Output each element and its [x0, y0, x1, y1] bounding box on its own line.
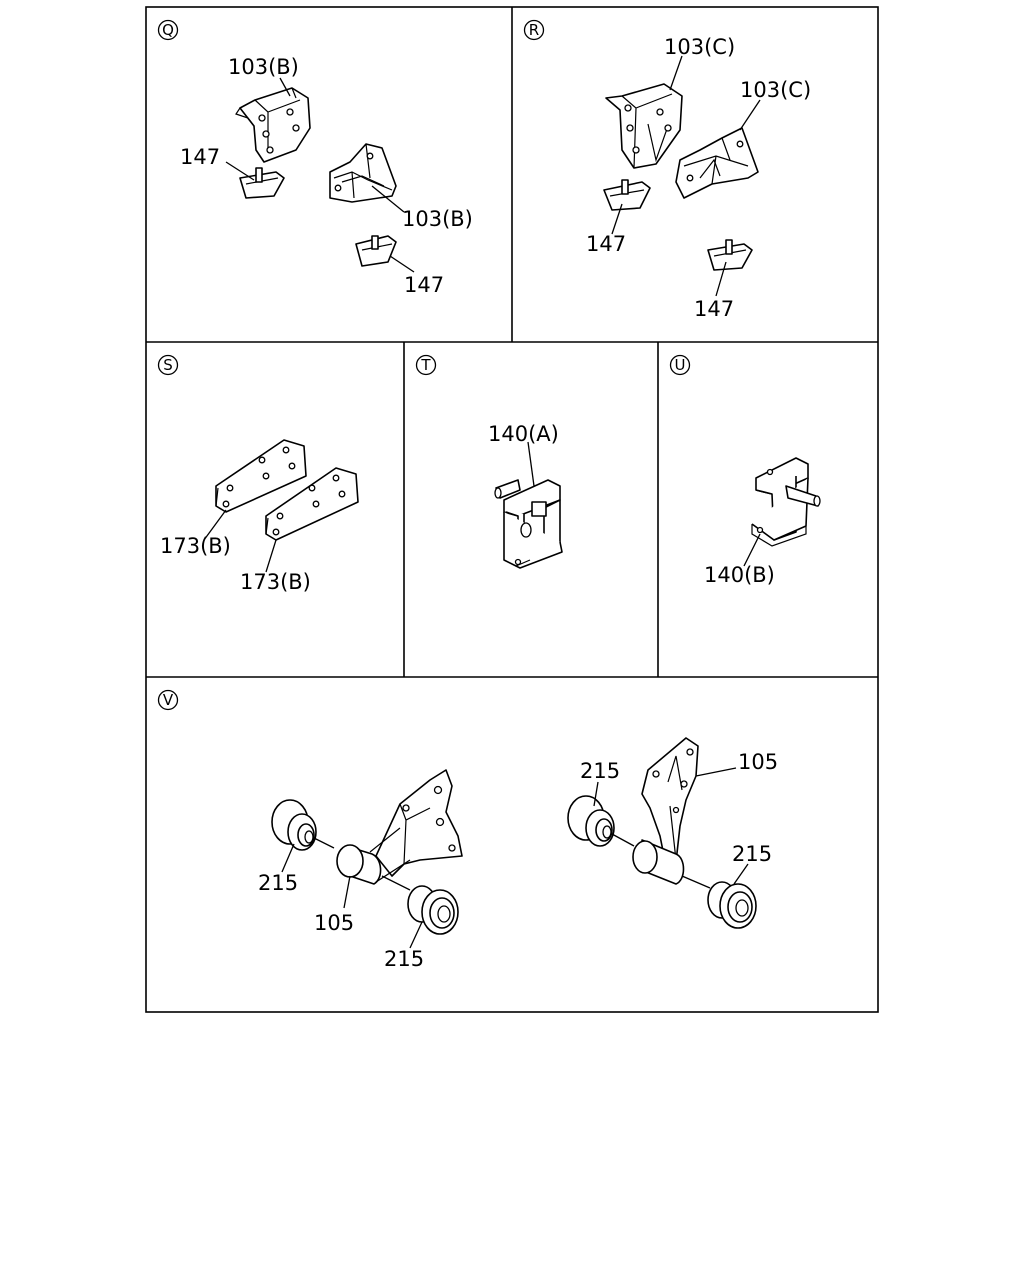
mount-140a: [494, 479, 563, 569]
label-103c: 103(C): [664, 35, 735, 59]
section-u-parts: 140(B): [704, 457, 821, 587]
section-v-right-parts: 215 105 215: [567, 737, 778, 929]
label-105: 105: [738, 750, 778, 774]
shim-147-right: [707, 239, 753, 271]
svg-text:R: R: [529, 21, 539, 39]
bracket-103b-left: [235, 87, 311, 163]
label-147: 147: [404, 273, 444, 297]
section-s-parts: 173(B) 173(B): [160, 439, 359, 594]
bushing-215: [407, 885, 459, 935]
svg-text:V: V: [163, 691, 174, 709]
arm-105-right: [632, 737, 699, 885]
bushing-215: [271, 799, 317, 851]
diagram-frame: [145, 6, 879, 1013]
label-147: 147: [694, 297, 734, 321]
svg-text:S: S: [163, 356, 173, 374]
section-t-parts: 140(A): [488, 422, 563, 569]
plate-173b-lower: [265, 467, 359, 541]
bracket-103b-right: [329, 143, 397, 203]
arm-105-left: [336, 769, 463, 885]
section-marker-v: V: [157, 689, 179, 711]
label-215: 215: [580, 759, 620, 783]
section-marker-t: T: [415, 354, 437, 376]
label-173b: 173(B): [160, 534, 231, 558]
section-q-parts: 103(B) 147 103(B) 147: [180, 55, 473, 297]
shim-147-left: [239, 167, 285, 199]
svg-text:Q: Q: [162, 21, 174, 39]
label-105: 105: [314, 911, 354, 935]
section-v-left-parts: 215 105 215: [258, 769, 463, 971]
label-147: 147: [586, 232, 626, 256]
section-marker-s: S: [157, 354, 179, 376]
label-103c: 103(C): [740, 78, 811, 102]
bracket-103c-right: [675, 127, 759, 199]
shim-147-left: [603, 179, 651, 211]
section-marker-u: U: [669, 354, 691, 376]
section-r-parts: 103(C) 103(C) 147 147: [586, 35, 811, 321]
plate-173b-upper: [215, 439, 307, 513]
svg-text:T: T: [420, 356, 431, 374]
svg-text:U: U: [675, 356, 686, 374]
mount-140b: [751, 457, 821, 547]
label-140b: 140(B): [704, 563, 775, 587]
label-173b: 173(B): [240, 570, 311, 594]
label-215: 215: [258, 871, 298, 895]
label-215: 215: [732, 842, 772, 866]
label-103b: 103(B): [228, 55, 299, 79]
bushing-215: [707, 881, 757, 929]
shim-147-right: [355, 235, 397, 267]
label-215: 215: [384, 947, 424, 971]
section-marker-q: Q: [157, 19, 179, 41]
bushing-215: [567, 795, 615, 847]
label-103b: 103(B): [402, 207, 473, 231]
label-140a: 140(A): [488, 422, 559, 446]
bracket-103c-left: [605, 83, 683, 169]
section-marker-r: R: [523, 19, 545, 41]
label-147: 147: [180, 145, 220, 169]
